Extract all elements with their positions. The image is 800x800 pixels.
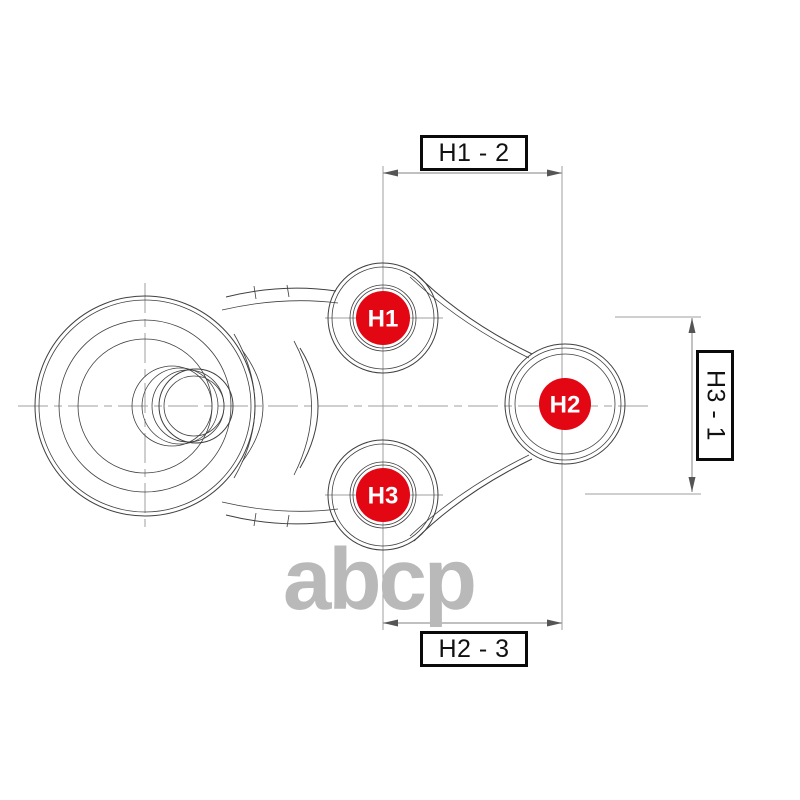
hole-label-h1: H1	[368, 306, 399, 333]
dimension-label-h3-1-text: H3 - 1	[701, 369, 730, 442]
hole-marker-h3	[356, 468, 410, 522]
arrowhead-left	[383, 169, 398, 177]
hole-label-h2: H2	[550, 392, 581, 419]
hole-label-h3: H3	[368, 483, 399, 510]
hole-markers: H1 H2 H3	[356, 291, 591, 522]
dimension-label-h1-2: H1 - 2	[420, 135, 528, 171]
watermark: abcp	[283, 531, 477, 628]
hole-marker-h2	[539, 378, 591, 430]
arrowhead-right	[547, 169, 562, 177]
arrowhead-left	[383, 619, 398, 627]
dimension-label-h2-3-text: H2 - 3	[438, 634, 510, 663]
dimension-label-h3-1: H3 - 1	[696, 350, 734, 461]
arrowhead-down	[688, 477, 696, 492]
hole-marker-h1	[356, 291, 410, 345]
dimension-lines	[383, 169, 696, 627]
dimension-label-h1-2-text: H1 - 2	[438, 138, 510, 167]
housing-outline	[34, 284, 339, 528]
flange-outline	[327, 262, 626, 551]
arrowhead-right	[547, 619, 562, 627]
arrowhead-up	[688, 318, 696, 333]
dimension-label-h2-3: H2 - 3	[420, 631, 528, 667]
